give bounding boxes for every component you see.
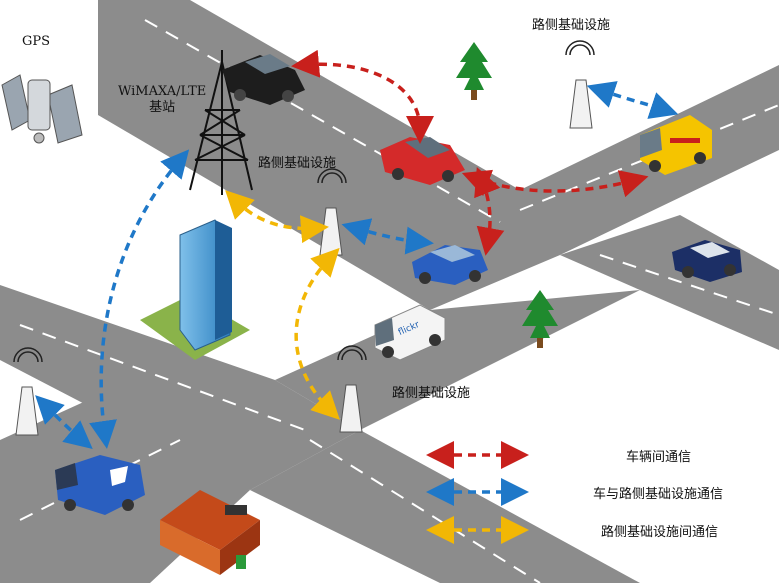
base-station-label: WiMAXA/LTE 基站 (118, 84, 207, 115)
i2i-links (225, 190, 340, 420)
car-blue (412, 245, 488, 285)
office-building (140, 219, 250, 360)
rsu-bottom-label: 路侧基础设施 (392, 386, 471, 401)
rsu-top-right (565, 40, 595, 129)
car-racing (672, 240, 742, 282)
legend-item-i2i: 路侧基础设施间通信 (601, 525, 719, 540)
gps-label: GPS (22, 34, 51, 49)
rsu-top-right-label: 路侧基础设施 (532, 18, 611, 33)
legend-item-v2v: 车辆间通信 (626, 450, 692, 465)
van-blue-bottom (55, 455, 145, 515)
van-white (374, 304, 446, 361)
tree-top (456, 42, 492, 100)
rsu-bottom (337, 345, 367, 433)
legend-arrows (426, 441, 529, 544)
shop-building (160, 490, 260, 575)
tree-middle (522, 290, 558, 348)
van-dhl (640, 115, 712, 175)
v2i-links (35, 81, 679, 449)
legend-item-v2i: 车与路侧基础设施通信 (593, 487, 724, 502)
rsu-center-label: 路侧基础设施 (258, 156, 337, 171)
gps-satellite (1, 74, 83, 144)
car-black (222, 54, 305, 105)
v2v-links (291, 49, 649, 256)
car-red (380, 137, 465, 185)
road-bottom (250, 430, 640, 583)
